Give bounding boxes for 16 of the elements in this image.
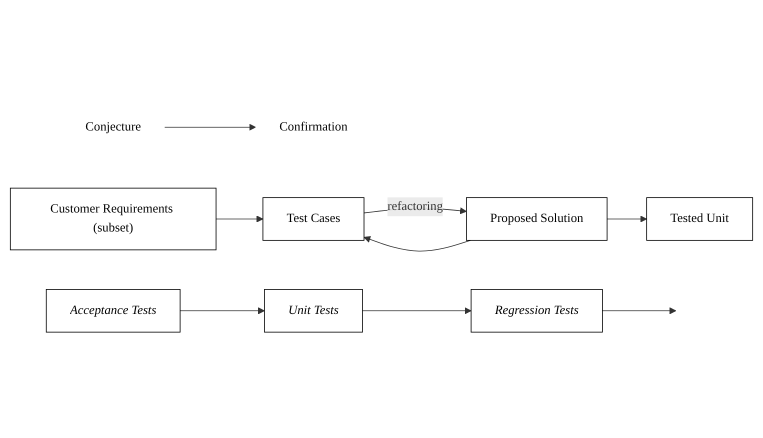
node-box: Unit Tests xyxy=(264,289,363,333)
node-box: Tested Unit xyxy=(646,197,754,241)
arrow xyxy=(602,307,676,314)
arrow xyxy=(362,307,472,314)
node-box: Regression Tests xyxy=(470,289,603,333)
edge-label: refactoring xyxy=(387,200,443,214)
node-box: Test Cases xyxy=(262,197,364,241)
arrow xyxy=(216,216,264,222)
node-text: Confirmation xyxy=(279,120,348,134)
arrow xyxy=(164,124,256,131)
node-box: Customer Requirements (subset) xyxy=(10,188,216,250)
node-box: Proposed Solution xyxy=(466,197,608,241)
arrow xyxy=(606,216,647,222)
arrow xyxy=(364,236,471,252)
arrow xyxy=(180,307,265,314)
node-text: Conjecture xyxy=(85,120,141,134)
